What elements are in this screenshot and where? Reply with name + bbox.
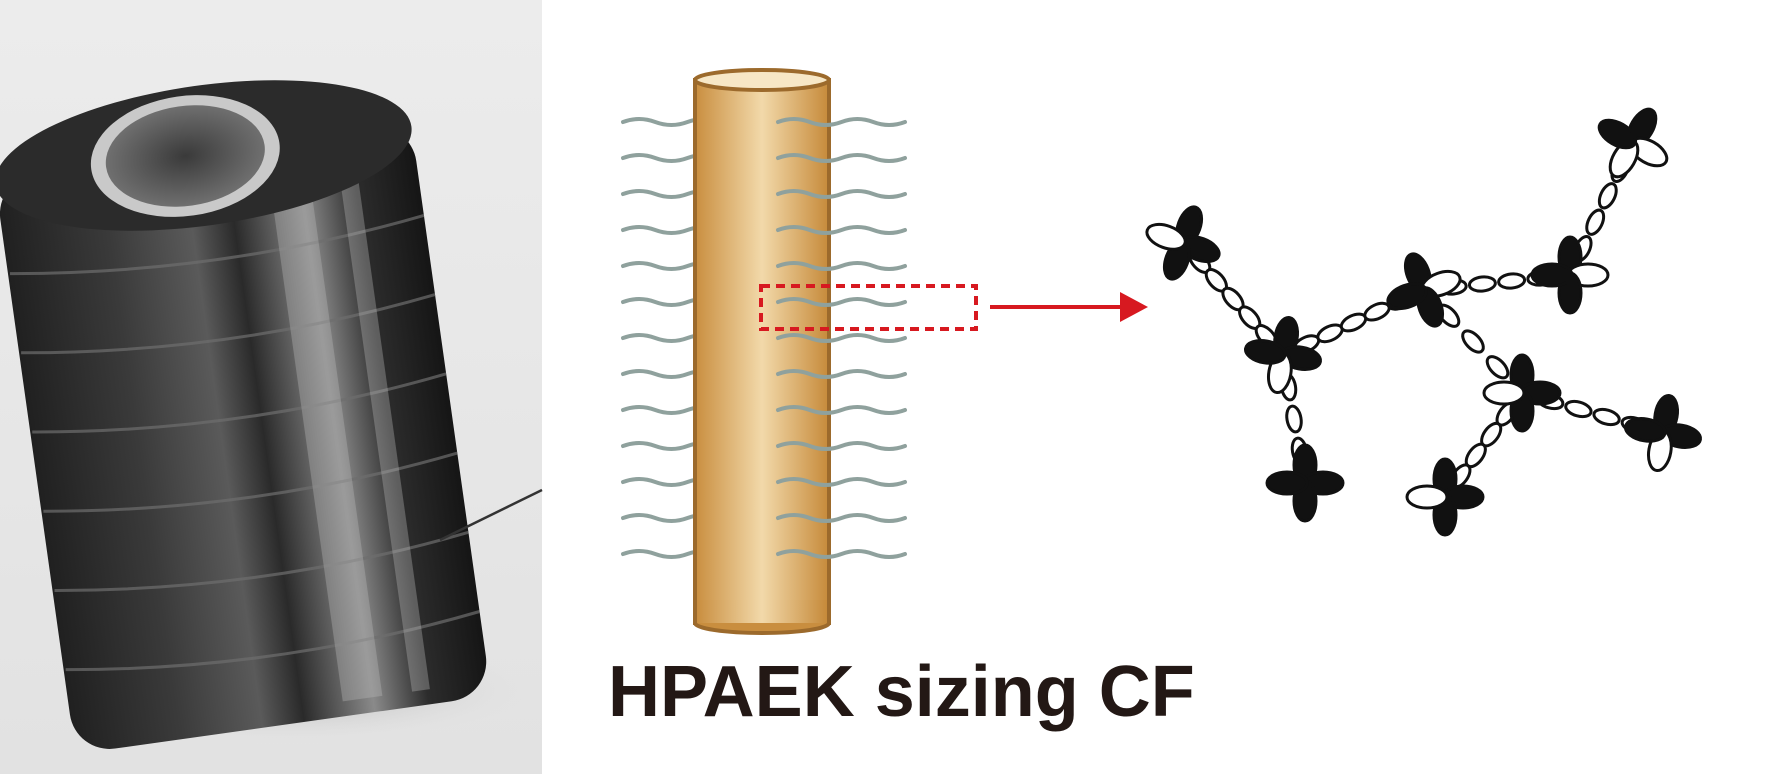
- branch-unit: [1145, 205, 1221, 281]
- branch-unit: [1243, 315, 1323, 395]
- figure-caption: HPAEK sizing CF: [608, 652, 1195, 732]
- highlight-box: [759, 284, 978, 331]
- link-unit: [1597, 182, 1618, 210]
- fiber-body: [693, 68, 831, 635]
- sizing-chain: [776, 405, 907, 415]
- sizing-chain: [776, 189, 907, 199]
- sizing-chain: [776, 477, 907, 487]
- branch-unit: [1386, 252, 1462, 328]
- sizing-chain: [776, 549, 907, 559]
- sizing-chain: [776, 333, 907, 343]
- branch-unit: [1623, 393, 1703, 473]
- branch-unit: [1265, 443, 1345, 523]
- link-unit: [1285, 404, 1303, 434]
- link-unit: [1461, 329, 1485, 354]
- sizing-chain: [776, 513, 907, 523]
- branch-unit: [1597, 107, 1669, 179]
- link-unit: [1585, 208, 1606, 236]
- sized-carbon-fiber: [621, 68, 1148, 635]
- link-unit: [1485, 355, 1510, 380]
- link-unit: [1467, 275, 1497, 293]
- branch-unit: [1405, 457, 1485, 537]
- carbon-fiber-spool-photo: [0, 0, 543, 774]
- arrow-icon: [990, 292, 1148, 322]
- sizing-chain: [776, 441, 907, 451]
- sizing-chain: [776, 261, 907, 271]
- sizing-chain: [776, 297, 907, 307]
- sizing-chain: [776, 369, 907, 379]
- sizing-chain: [776, 153, 907, 163]
- branch-unit: [1482, 353, 1562, 433]
- link-unit: [1497, 272, 1527, 290]
- branch-unit: [1530, 235, 1610, 315]
- link-unit: [1564, 399, 1593, 419]
- sizing-chain: [776, 117, 907, 127]
- link-unit: [1592, 407, 1621, 427]
- hyperbranched-polymer-structure: [1145, 107, 1703, 537]
- sizing-chain: [776, 225, 907, 235]
- sizing-chains-right: [776, 117, 907, 559]
